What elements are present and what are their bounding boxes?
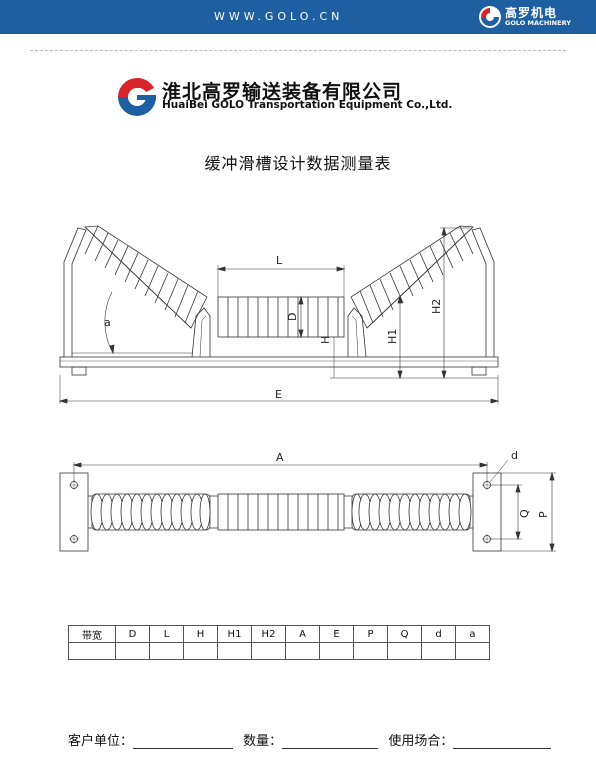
table-cell[interactable] [421,642,456,660]
table-header-cell: L [149,625,184,643]
table-header-row: 带宽 D L H H1 H2 A E P Q d a [68,625,490,643]
roller-top-right [351,493,472,531]
brand-name-en: GOLO MACHINERY [505,19,571,27]
table-header-cell: Q [387,625,422,643]
site-field[interactable] [453,734,552,749]
support-left [191,307,211,358]
document-title: 缓冲滑槽设计数据测量表 [204,154,392,173]
bracket-left [63,227,87,357]
measurement-table: 带宽 D L H H1 H2 A E P Q d a [68,625,490,660]
customer-label: 客户单位： [68,734,134,749]
table-row [68,642,490,660]
dim-label-D: D [286,313,299,321]
company-logo-icon [118,77,156,116]
roller-top-center [217,493,345,531]
brand-name-cn: 高罗机电 [505,6,558,20]
roller-top-left [90,493,211,531]
dim-label-A: A [276,451,284,464]
header-divider [30,50,566,51]
header-brand: 高罗机电 GOLO MACHINERY [478,4,588,30]
top-view [59,459,556,553]
roller-center [217,296,345,338]
table-cell[interactable] [217,642,252,660]
golo-logo-icon [479,6,501,28]
dim-label-H: H [319,336,332,344]
table-cell[interactable] [285,642,320,660]
roller-left-wing [84,225,208,329]
company-name-en: HuaiBei GOLO Transportation Equipment Co… [162,99,453,111]
table-header-cell: H [183,625,218,643]
table-cell[interactable] [149,642,184,660]
table-cell[interactable] [251,642,286,660]
website-url[interactable]: WWW.GOLO.CN [214,10,344,23]
dim-label-H1: H1 [386,329,399,344]
table-cell[interactable] [115,642,150,660]
dim-label-L: L [276,254,283,267]
foot-left [71,366,87,376]
footer-fields: 客户单位： 数量： 使用场合： [68,730,552,749]
dim-label-Q: Q [518,509,531,518]
roller-right-wing [350,225,474,329]
table-cell[interactable] [387,642,422,660]
table-header-cell: H2 [251,625,286,643]
dim-label-H2: H2 [430,299,443,314]
dim-label-E: E [275,388,282,401]
dim-label-a: a [104,316,111,329]
header-bar: WWW.GOLO.CN 高罗机电 GOLO MACHINERY [0,0,596,34]
base-beam [59,356,499,368]
site-label: 使用场合： [388,734,454,749]
table-header-cell: 带宽 [68,625,116,643]
dim-label-P: P [537,511,550,518]
company-name-cn: 淮北高罗输送装备有限公司 [162,81,403,103]
table-cell[interactable] [455,642,490,660]
table-header-cell: D [115,625,150,643]
table-header-cell: P [353,625,388,643]
foot-right [471,366,487,376]
table-header-cell: d [421,625,456,643]
dim-label-d: d [511,449,518,462]
bracket-right [471,227,495,357]
quantity-label: 数量： [243,734,283,749]
customer-field[interactable] [133,734,234,749]
table-cell[interactable] [183,642,218,660]
table-header-cell: H1 [217,625,252,643]
table-cell[interactable] [353,642,388,660]
front-view [58,225,500,404]
table-header-cell: E [319,625,354,643]
quantity-field[interactable] [282,734,379,749]
support-right [347,307,367,358]
table-cell-belt-width[interactable] [68,642,116,660]
table-cell[interactable] [319,642,354,660]
table-header-cell: A [285,625,320,643]
table-header-cell: a [455,625,490,643]
